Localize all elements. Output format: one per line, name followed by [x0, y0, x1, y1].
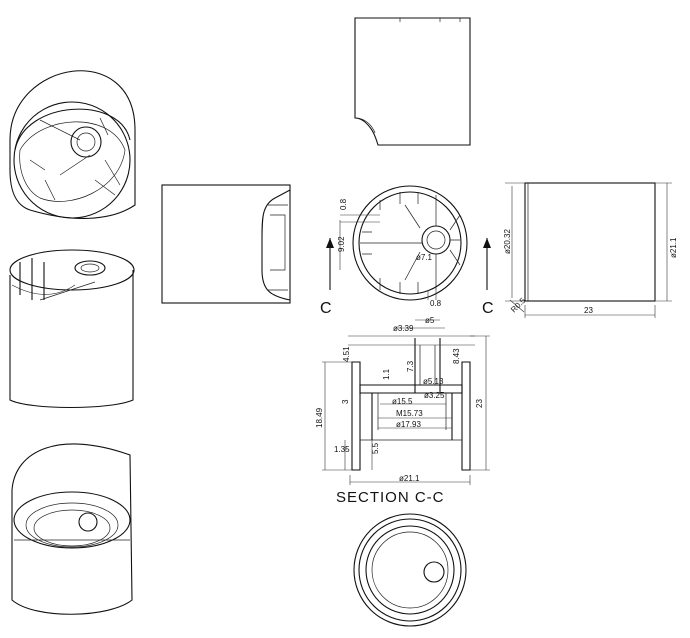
- dim-5-13: ø5.13: [423, 377, 444, 386]
- plan-view: 0.8 9.02 0.8 ø7.1: [337, 185, 468, 308]
- dim-23-section: 23: [475, 399, 484, 408]
- bottom-view: [353, 513, 467, 627]
- dim-3-25: ø3.25: [424, 391, 445, 400]
- dim-1-1: 1.1: [382, 368, 391, 380]
- iso-view-bottom: [11, 443, 133, 615]
- dim-3: 3: [341, 399, 350, 404]
- cut-label-right: C: [482, 300, 494, 317]
- iso-view-standing: [9, 249, 135, 409]
- dim-7-1: ø7.1: [416, 253, 433, 262]
- dim-21-1-section: ø21.1: [399, 474, 420, 483]
- dim-9-02: 9.02: [337, 236, 346, 252]
- dim-5: ø5: [425, 316, 435, 325]
- side-view-profile: [161, 184, 291, 304]
- dim-1-35: 1.35: [334, 445, 350, 454]
- section-cut-markers: C C: [320, 238, 494, 317]
- section-c-c: ø3.39 ø5 4.51 7.3 8.43 1.1 ø5.13 ø3.25 3…: [315, 316, 490, 506]
- dim-4-51: 4.51: [342, 346, 351, 362]
- dim-5-5: 5.5: [371, 442, 380, 454]
- dim-15-5: ø15.5: [392, 397, 413, 406]
- dim-0-8-top: 0.8: [339, 198, 348, 210]
- dim-3-39: ø3.39: [393, 324, 414, 333]
- cut-label-left: C: [320, 300, 332, 317]
- dim-23-side: 23: [584, 306, 593, 315]
- dim-21-1-side: ø21.1: [669, 237, 678, 258]
- dim-18-49: 18.49: [315, 407, 324, 428]
- side-view-dimensioned: ø20.32 ø21.1 23 R0.5: [503, 182, 678, 318]
- front-view-top: [354, 17, 471, 146]
- dim-m15-73: M15.73: [396, 409, 423, 418]
- section-title: SECTION C-C: [336, 489, 445, 506]
- dim-17-93: ø17.93: [396, 420, 421, 429]
- iso-view-open-end: [9, 70, 136, 220]
- dim-0-8-bottom: 0.8: [430, 299, 442, 308]
- dim-8-43: 8.43: [452, 348, 461, 364]
- dim-7-3: 7.3: [406, 360, 415, 372]
- dim-20-32: ø20.32: [503, 229, 512, 254]
